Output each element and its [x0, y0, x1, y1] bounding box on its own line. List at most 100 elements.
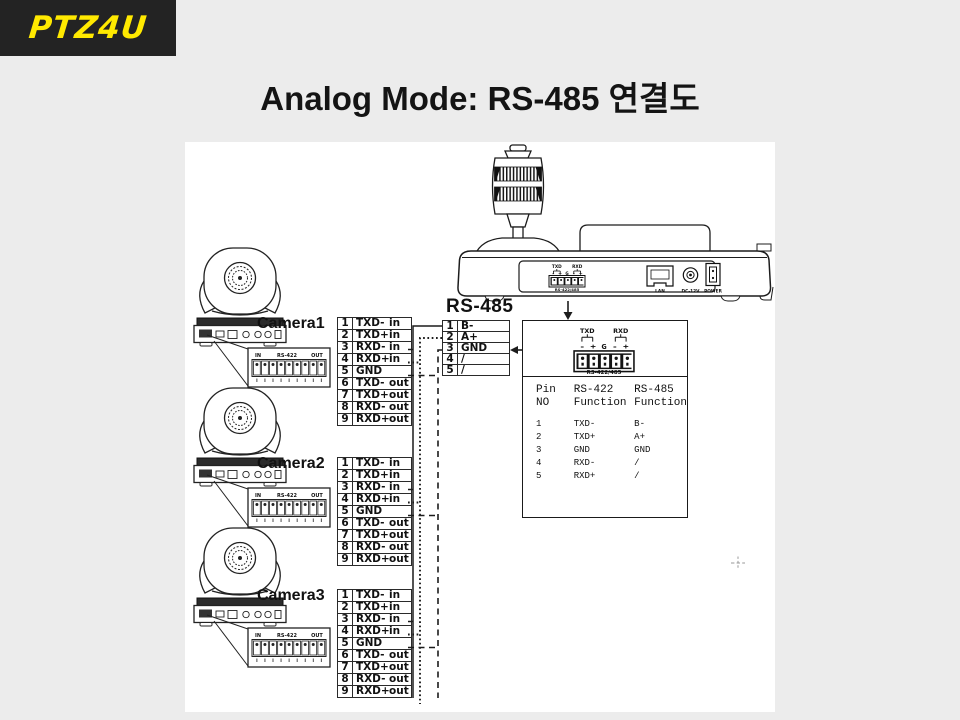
camera3-table-rows: 1 TXD-in 2 TXD+in 3 RXD-in 4 RXD+in 5 GN…: [337, 589, 412, 698]
table-row: 3 GND GND: [536, 444, 687, 457]
table-row: 6 TXD-out: [337, 377, 412, 390]
pin-direction: in: [389, 353, 401, 365]
lan-port-label: LAN: [655, 289, 665, 295]
pin-label: GND: [352, 365, 412, 378]
table-row: 2 TXD+in: [337, 601, 412, 614]
camera2-label: Camera2: [257, 455, 325, 472]
pin-label: TXD+out: [352, 529, 412, 542]
table-row: 2 TXD+in: [337, 469, 412, 482]
polarity-label: - + G - +: [552, 271, 584, 277]
slide-title: Analog Mode: RS-485 연결도: [260, 80, 700, 117]
rs485-pin-table: 1 B- 2 A+ 3 GND 4 / 5 /: [442, 320, 510, 376]
joystick-knob: [474, 144, 562, 256]
pin-direction: out: [389, 377, 409, 389]
camera3-label: Camera3: [257, 587, 325, 604]
port-detail-drawing: TXD RXD - + G - + RS-422/: [573, 327, 635, 375]
rs485-function: GND: [634, 444, 651, 455]
pin-number: 6: [337, 377, 353, 390]
polarity-label: - + G - +: [579, 343, 628, 351]
pin-label: RXD+in: [352, 353, 412, 366]
col-header-rs485: RS-485 Function: [634, 383, 687, 409]
pin-signal: TXD-: [356, 377, 385, 389]
pin-number: 7: [337, 661, 353, 674]
table-row: 2 TXD+ A+: [536, 431, 687, 444]
pin-number: 1: [442, 320, 458, 332]
pin-number: 2: [536, 431, 542, 442]
pin-signal: TXD-: [356, 457, 385, 469]
rxd-label: RXD: [572, 264, 583, 270]
power-switch-label: POWER: [704, 289, 722, 295]
pin-label: GND: [457, 342, 510, 354]
table-row: 8 RXD-out: [337, 541, 412, 554]
pin-number: 2: [337, 601, 353, 614]
pin-direction: out: [389, 389, 409, 401]
pin-label: TXD-out: [352, 649, 412, 662]
pin-number: 4: [337, 493, 353, 506]
lan-port: LAN: [646, 265, 674, 295]
table-row: 9 RXD+out: [337, 685, 412, 698]
pin-label: TXD-out: [352, 517, 412, 530]
rs485-function: /: [634, 457, 640, 468]
table-row: 8 RXD-out: [337, 673, 412, 686]
pin-direction: out: [389, 685, 409, 697]
pin-label: /: [457, 364, 510, 376]
pin-label: TXD-in: [352, 457, 412, 470]
pin-label: RXD+out: [352, 553, 412, 566]
wire-b-minus: [412, 325, 442, 698]
pin-signal: RXD-: [356, 401, 386, 413]
pin-label: TXD+out: [352, 661, 412, 674]
pin-number: 9: [337, 685, 353, 698]
pin-direction: in: [389, 457, 401, 469]
rs485-function: A+: [634, 431, 645, 442]
pin-direction: out: [389, 673, 409, 685]
pin-number: 4: [442, 353, 458, 365]
camera1-label: Camera1: [257, 315, 325, 332]
rs485-function: /: [634, 470, 640, 481]
pin-direction: in: [389, 589, 401, 601]
camera2-pin-table: 1 TXD-in 2 TXD+in 3 RXD-in 4 RXD+in 5 GN…: [337, 457, 412, 566]
table-row: 8 RXD-out: [337, 401, 412, 414]
pin-signal: RXD+: [356, 413, 390, 425]
table-row: 5 GND: [337, 505, 412, 518]
pin-label: TXD+in: [352, 601, 412, 614]
pin-label: TXD-in: [352, 589, 412, 602]
table-row: 7 TXD+out: [337, 389, 412, 402]
pin-signal: TXD-: [356, 517, 385, 529]
table-row: 5 /: [442, 364, 510, 376]
camera2-table-rows: 1 TXD-in 2 TXD+in 3 RXD-in 4 RXD+in 5 GN…: [337, 457, 412, 566]
pin-number: 3: [337, 341, 353, 354]
pin-label: RXD+out: [352, 413, 412, 426]
pin-label: RXD-out: [352, 401, 412, 414]
pin-direction: in: [389, 329, 401, 341]
rxd-label: RXD: [613, 327, 628, 335]
table-row: 4 RXD+in: [337, 353, 412, 366]
pin-signal: GND: [356, 637, 383, 649]
txd-label: TXD: [580, 327, 595, 335]
pin-signal: TXD+: [356, 329, 389, 341]
controller-body: [457, 243, 774, 302]
pin-label: TXD+in: [352, 329, 412, 342]
pin-label: RXD-out: [352, 673, 412, 686]
pin-signal: RXD+: [356, 625, 390, 637]
pin-number: 9: [337, 413, 353, 426]
pin-direction: in: [389, 493, 401, 505]
pin-number: 4: [337, 625, 353, 638]
rs485-function: B-: [634, 418, 645, 429]
pin-label: TXD+in: [352, 469, 412, 482]
pin-number: 8: [337, 401, 353, 414]
center-mark: [731, 556, 745, 570]
pin-number: 1: [536, 418, 542, 429]
pin-label: B-: [457, 320, 510, 332]
port-name-label: RS-422/485: [555, 287, 580, 292]
pin-direction: in: [389, 341, 401, 353]
table-row: 1 TXD-in: [337, 317, 412, 330]
pin-number: 2: [442, 331, 458, 343]
pin-number: 1: [337, 589, 353, 602]
pin-number: 1: [337, 317, 353, 330]
pin-label: RXD-in: [352, 613, 412, 626]
pin-direction: in: [389, 469, 401, 481]
pin-number: 4: [337, 353, 353, 366]
table-row: 4 RXD- /: [536, 457, 687, 470]
pin-signal: GND: [356, 365, 383, 377]
rs422-function: TXD-: [573, 418, 596, 429]
